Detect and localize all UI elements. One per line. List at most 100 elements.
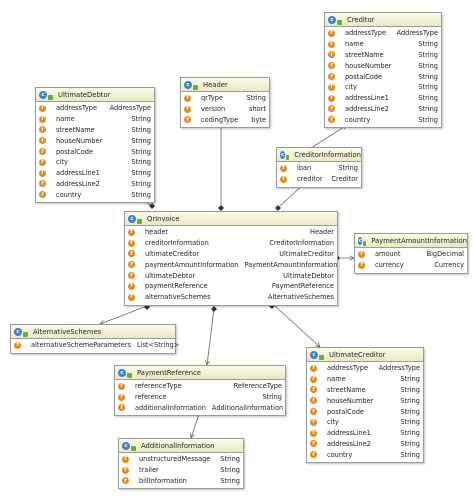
field-name: addressType [345,29,387,38]
field-icon: f [328,105,335,113]
field-icon: f [358,250,365,258]
field-icon: f [39,115,46,123]
field-type: String [131,179,151,188]
visibility-icon [193,84,198,90]
field-name: paymentAmountInformation [145,260,239,269]
field-type: String [418,72,438,81]
field-name: billInformation [139,476,187,485]
class-name: Header [203,80,228,89]
field-icon: f [310,375,317,383]
field-icon: f [184,94,191,102]
composition-diamond [149,203,155,209]
class-name: PaymentReference [137,368,201,377]
visibility-icon [337,19,342,25]
field-icon: f [328,73,335,81]
field-icon: f [118,382,125,390]
field-name: country [345,115,371,124]
field-name: ultimateCreditor [145,249,200,258]
field-type: String [131,115,151,124]
field-type: String [418,40,438,49]
field-icon: f [128,261,135,269]
field-name: country [327,450,353,459]
field-icon: f [122,455,129,463]
field-type: String [418,61,438,70]
field-icon: f [328,116,335,124]
visibility-icon [127,372,132,378]
field-icon: f [310,408,317,416]
class-icon: c [280,150,286,159]
field-icon: f [328,94,335,102]
assoc-qrinvoice-alternativeschemes [99,305,148,325]
class-name: Creditor [347,15,375,24]
field-type: Header [309,228,334,237]
field-icon: f [122,466,129,474]
field-type: String [400,450,420,459]
field-name: additionalInformation [135,403,206,412]
class-name: AdditionalInformation [141,441,215,450]
field-icon: f [39,169,46,177]
field-name: version [201,105,226,114]
